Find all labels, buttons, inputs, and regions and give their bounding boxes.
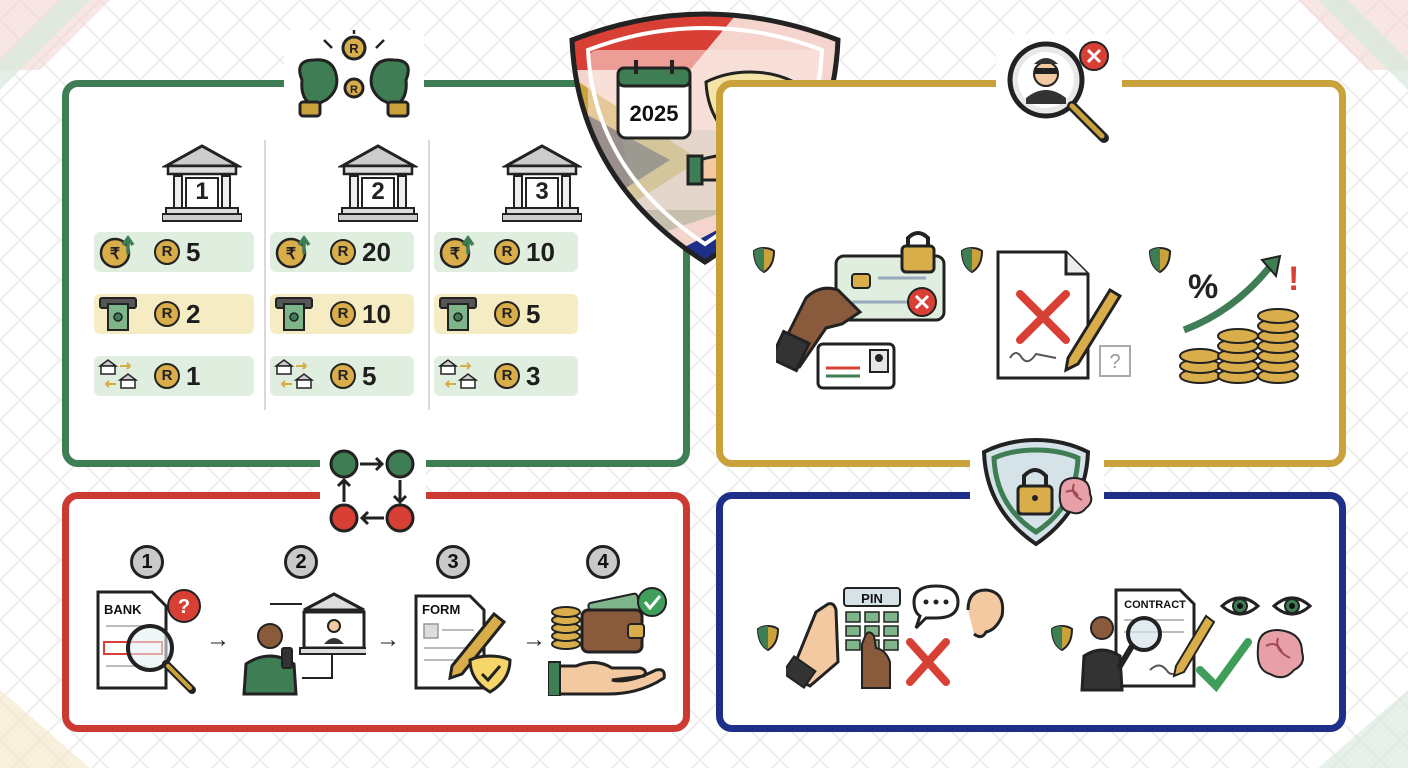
arrow-right: → [206,626,230,653]
svg-text:₹: ₹ [286,246,296,263]
step-number-4: 4 [586,545,620,579]
svg-text:?: ? [178,596,190,618]
step-1-doc-label: BANK [104,602,142,617]
small-shield-icon [1050,624,1074,652]
step-number-1: 1 [130,545,164,579]
form-pen-icon: FORM [414,594,512,694]
svg-text:%: % [1188,268,1218,306]
fee-value: 5 [186,237,201,267]
rand-coin-icon: R [494,363,520,389]
coin-arrow-up-icon: ₹ [98,234,138,275]
bank-icon [160,142,244,229]
rand-coin-icon: R [330,363,356,389]
bank-icon [336,142,420,229]
thief-magnifier-icon [1007,41,1109,143]
rand-coin-icon: R [330,301,356,327]
phone-person-icon [242,592,366,696]
thief-magnifier-header [996,34,1122,146]
atm-icon [274,296,314,337]
bank-icon [500,142,584,229]
fee-value: 2 [186,299,201,329]
column-divider [264,140,266,410]
rand-coin-icon: R [494,239,520,265]
card-lock-icon [776,231,946,390]
wallet-hand-icon [548,587,667,696]
transfer-icon [437,358,479,399]
step-number-2: 2 [284,545,318,579]
flow-cycle-icon [329,449,415,533]
boxing-gloves-header: R R [284,28,424,130]
fee-value: 5 [362,361,377,391]
shield-lock-brain-icon [981,437,1093,547]
rand-coin-icon: R [154,301,180,327]
bank-number: 2 [371,178,385,205]
atm-icon [98,296,138,337]
atm-icon [438,296,478,337]
column-divider [428,140,430,410]
coin-arrow-up-icon: ₹ [274,234,314,275]
coin-arrow-up-icon: ₹ [438,234,478,275]
interest-rising-icon: % ! [1179,254,1299,384]
step-3-doc-label: FORM [422,602,460,617]
arrow-right: → [376,626,400,653]
flow-cycle-header [320,444,426,536]
svg-text:₹: ₹ [110,246,120,263]
small-shield-icon [960,246,984,274]
contract-review-icon: CONTRACT [1080,588,1313,693]
fee-value: 1 [186,361,201,391]
pin-label: PIN [861,591,883,606]
calendar-icon [616,60,692,140]
calendar-year: 2025 [630,101,679,126]
svg-text:R: R [350,84,358,96]
fee-value: 3 [526,361,541,391]
bank-number: 1 [195,178,209,205]
svg-text:!: ! [1288,260,1299,298]
step-number-3: 3 [436,545,470,579]
fee-value: 10 [362,299,391,329]
boxing-gloves-icon: R R [298,28,410,118]
small-shield-icon [756,624,780,652]
svg-text:?: ? [1109,351,1120,373]
fee-value: 20 [362,237,391,267]
rand-coin-icon: R [154,239,180,265]
small-shield-icon [1148,246,1172,274]
rand-coin-icon: R [330,239,356,265]
bank-number: 3 [535,178,549,205]
svg-text:R: R [349,41,359,56]
fee-value: 5 [526,299,541,329]
transfer-icon [97,358,139,399]
fee-value: 10 [526,237,555,267]
arrow-right: → [522,626,546,653]
transfer-icon [273,358,315,399]
rand-coin-icon: R [154,363,180,389]
pin-keypad-icon: PIN [786,584,1005,690]
contract-label: CONTRACT [1124,599,1186,611]
shield-lock-header [970,436,1104,548]
document-reject-icon: ? [996,250,1131,380]
magnifier-document-icon: BANK ? [96,589,201,694]
eyes-brain-icon [1219,596,1313,679]
svg-text:₹: ₹ [450,246,460,263]
small-shield-icon [752,246,776,274]
rand-coin-icon: R [494,301,520,327]
